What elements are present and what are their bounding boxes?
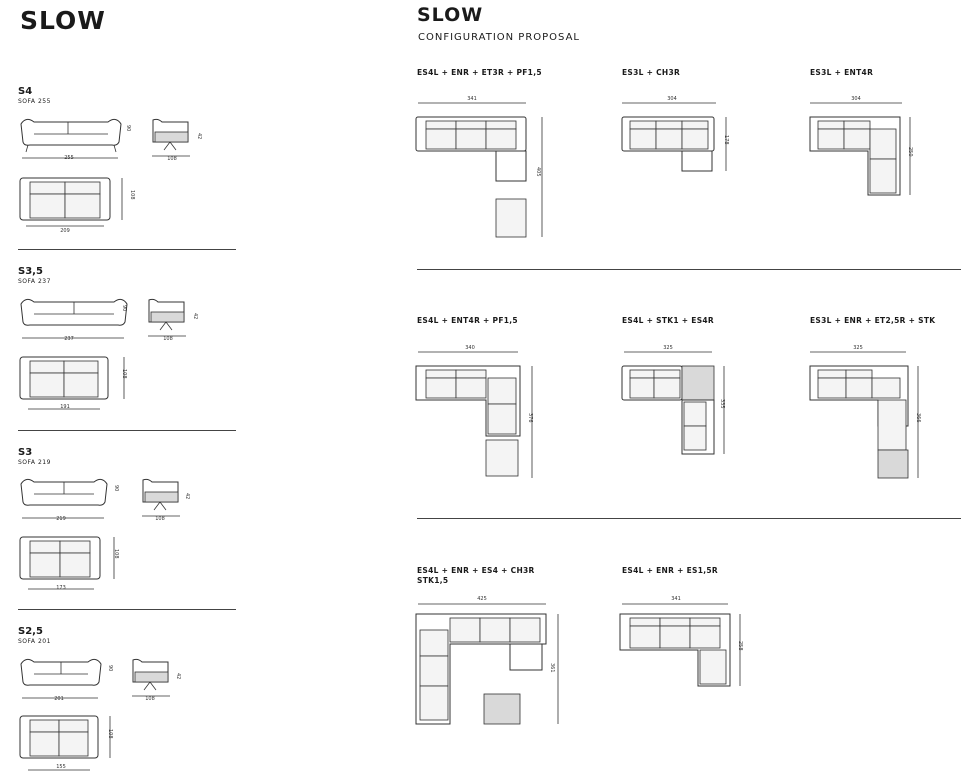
config-width-dim: 325 <box>663 345 673 351</box>
side-depth-dim: 108 <box>167 156 177 162</box>
plan-width-dim: 173 <box>56 585 66 591</box>
model-code: S4 <box>18 86 33 97</box>
section-divider <box>18 609 236 610</box>
config-depth-dim: 405 <box>535 167 541 177</box>
config-plan-drawing <box>809 351 919 479</box>
config-plan-drawing <box>415 351 533 478</box>
config-width-dim: 340 <box>465 345 475 351</box>
config-plan-drawing <box>415 102 543 238</box>
page-subtitle: CONFIGURATION PROPOSAL <box>418 32 580 43</box>
side-depth-dim: 108 <box>155 516 165 522</box>
config-title: ES4L + ENR + ET3R + PF1,5 <box>417 68 542 77</box>
plan-width-dim: 191 <box>60 404 70 410</box>
side-height-dim: 42 <box>175 673 181 680</box>
plan-width-dim: 209 <box>60 228 70 234</box>
plan-depth-dim: 108 <box>129 190 135 200</box>
height-dim: 90 <box>125 125 131 132</box>
side-depth-dim: 108 <box>145 696 155 702</box>
sofa-front-drawing <box>20 478 108 519</box>
model-desc: SOFA 219 <box>18 459 51 466</box>
config-title: ES3L + ENR + ET2,5R + STK <box>810 316 936 325</box>
sofa-plan-drawing <box>19 715 111 771</box>
config-title: ES3L + CH3R <box>622 68 681 77</box>
front-width-dim: 201 <box>54 696 64 702</box>
config-depth-dim: 366 <box>915 413 921 423</box>
config-width-dim: 341 <box>467 96 477 102</box>
config-width-dim: 304 <box>851 96 861 102</box>
model-code: S3,5 <box>18 266 43 277</box>
sofa-side-drawing <box>132 658 170 697</box>
section-divider <box>18 430 236 431</box>
plan-width-dim: 155 <box>56 764 66 770</box>
config-title-line: ES4L + ENR + ES4 + CH3R <box>417 566 535 575</box>
brand-title-right: SLOW <box>417 4 484 26</box>
config-plan-drawing <box>619 603 741 687</box>
height-dim: 90 <box>121 305 127 312</box>
model-desc: SOFA 201 <box>18 638 51 645</box>
side-height-dim: 42 <box>196 133 202 140</box>
front-width-dim: 255 <box>64 155 74 161</box>
sofa-plan-drawing <box>19 356 125 410</box>
config-title-line: STK1,5 <box>417 576 449 585</box>
plan-depth-dim: 108 <box>113 549 119 559</box>
config-width-dim: 325 <box>853 345 863 351</box>
config-depth-dim: 178 <box>723 135 729 145</box>
brand-title-left: SLOW <box>20 6 106 35</box>
side-depth-dim: 108 <box>163 336 173 342</box>
height-dim: 90 <box>113 485 119 492</box>
config-plan-drawing <box>809 102 911 196</box>
plan-depth-dim: 108 <box>121 369 127 379</box>
config-plan-drawing <box>415 603 559 725</box>
sofa-front-drawing <box>20 298 128 339</box>
model-code: S2,5 <box>18 626 43 637</box>
model-code: S3 <box>18 447 33 458</box>
config-depth-dim: 361 <box>549 663 555 673</box>
front-width-dim: 219 <box>56 516 66 522</box>
config-plan-drawing <box>621 102 727 172</box>
config-title: ES3L + ENT4R <box>810 68 874 77</box>
side-height-dim: 42 <box>184 493 190 500</box>
plan-depth-dim: 108 <box>107 729 113 739</box>
config-title: ES4L + ENR + ES4 + CH3R STK1,5 <box>417 566 535 586</box>
front-width-dim: 237 <box>64 336 74 342</box>
sofa-front-drawing <box>20 118 122 159</box>
config-title: ES4L + ENR + ES1,5R <box>622 566 718 575</box>
height-dim: 90 <box>107 665 113 672</box>
section-divider <box>417 269 961 270</box>
config-depth-dim: 335 <box>719 399 725 409</box>
section-divider <box>417 518 961 519</box>
config-title: ES4L + STK1 + ES4R <box>622 316 715 325</box>
sofa-side-drawing <box>142 478 180 517</box>
sofa-side-drawing <box>148 298 186 337</box>
model-desc: SOFA 255 <box>18 98 51 105</box>
config-width-dim: 341 <box>671 596 681 602</box>
model-desc: SOFA 237 <box>18 278 51 285</box>
sofa-plan-drawing <box>19 177 123 227</box>
config-plan-drawing <box>621 351 725 455</box>
config-width-dim: 425 <box>477 596 487 602</box>
config-title: ES4L + ENT4R + PF1,5 <box>417 316 518 325</box>
sofa-side-drawing <box>152 118 190 157</box>
side-height-dim: 42 <box>192 313 198 320</box>
section-divider <box>18 249 236 250</box>
config-depth-dim: 250 <box>907 147 913 157</box>
sofa-plan-drawing <box>19 536 115 590</box>
config-width-dim: 304 <box>667 96 677 102</box>
sofa-front-drawing <box>20 658 102 699</box>
config-depth-dim: 376 <box>527 413 533 423</box>
config-depth-dim: 258 <box>737 641 743 651</box>
